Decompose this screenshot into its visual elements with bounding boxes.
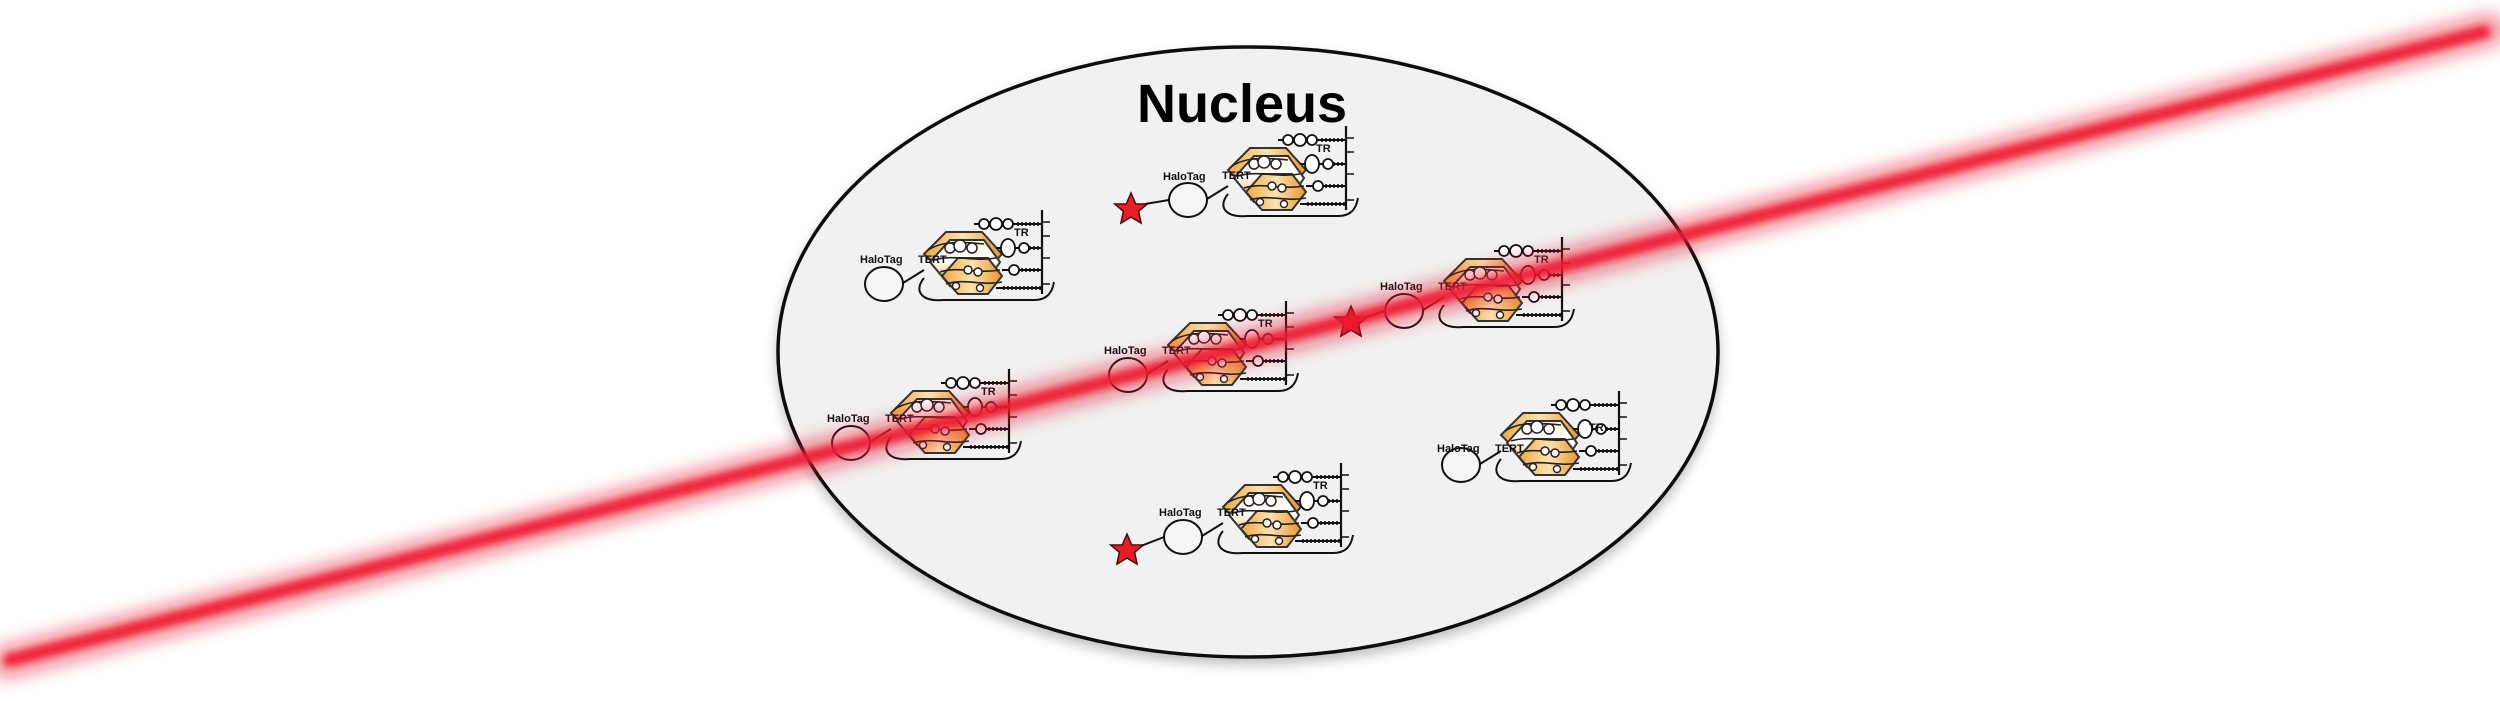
halotag-label: HaloTag bbox=[1104, 345, 1147, 357]
telomerase-complex-7: HaloTag TERT TR bbox=[1159, 461, 1355, 556]
tr-label: TR bbox=[981, 386, 996, 398]
dye-linker bbox=[1144, 199, 1170, 205]
tr-label: TR bbox=[1589, 422, 1604, 434]
tr-label: TR bbox=[1313, 480, 1328, 492]
telomerase-complex-6: HaloTag TERT TR bbox=[1437, 389, 1633, 484]
telomerase-complex-2: HaloTag TERT TR bbox=[860, 208, 1056, 303]
tert-label: TERT bbox=[1217, 507, 1246, 519]
halotag-label: HaloTag bbox=[860, 254, 903, 266]
halotag-label: HaloTag bbox=[1163, 171, 1206, 183]
halotag-label: HaloTag bbox=[1159, 507, 1202, 519]
tert-label: TERT bbox=[1222, 170, 1251, 182]
nucleus-title: Nucleus bbox=[1137, 74, 1347, 134]
halotag-label: HaloTag bbox=[827, 413, 870, 425]
halotag-label: HaloTag bbox=[1437, 443, 1480, 455]
telomerase-complex-1: HaloTag TERT TR bbox=[1163, 124, 1360, 219]
dye-linker bbox=[1140, 536, 1165, 547]
tr-label: TR bbox=[1014, 227, 1029, 239]
tert-label: TERT bbox=[1495, 443, 1524, 455]
laser-beam bbox=[0, 15, 2500, 677]
telomerase-complex-5: HaloTag TERT TR bbox=[827, 367, 1023, 462]
tr-label: TR bbox=[1316, 143, 1331, 155]
tert-label: TERT bbox=[918, 254, 947, 266]
